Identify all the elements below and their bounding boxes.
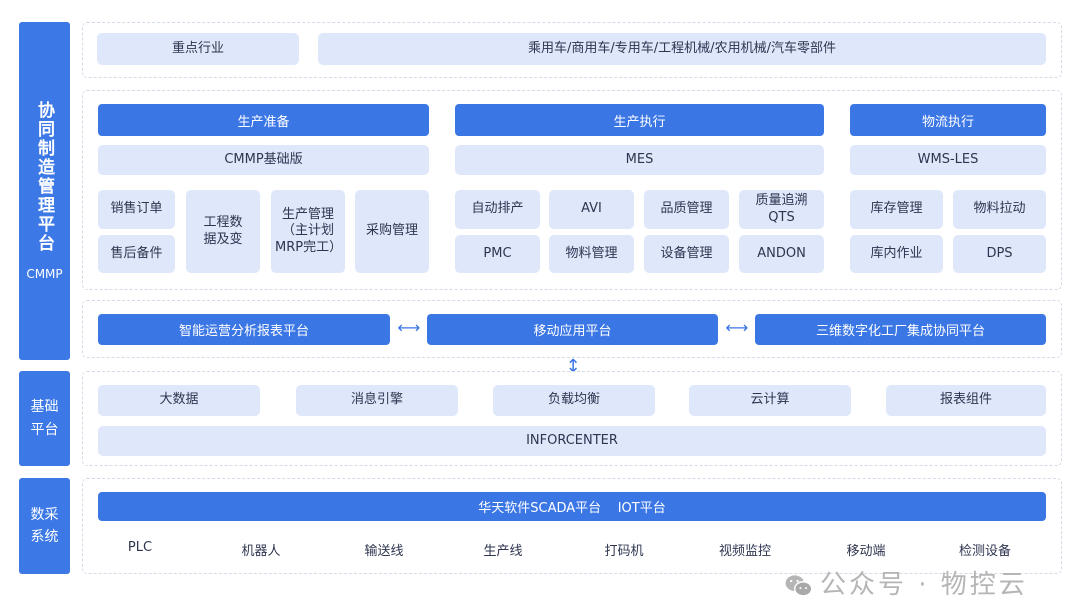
- base-item: 云计算: [689, 385, 851, 416]
- double-arrow-icon: ⟷: [725, 318, 749, 337]
- base-item: 负载均衡: [493, 385, 655, 416]
- base-section: [82, 371, 1062, 466]
- industry-label: 重点行业: [97, 33, 299, 65]
- device-label: 检测设备: [958, 544, 1011, 559]
- exec-item: PMC: [455, 235, 540, 273]
- prep-item: 采购管理: [355, 190, 429, 273]
- logistics-item: 库存管理: [850, 190, 943, 229]
- logistics-system: WMS-LES: [850, 145, 1046, 175]
- platform-analytics: 智能运营分析报表平台: [98, 314, 390, 345]
- double-arrow-icon: ⟷: [397, 318, 421, 337]
- device-label: 机器人: [241, 544, 281, 559]
- exec-item: 自动排产: [455, 190, 540, 229]
- exec-header: 生产执行: [455, 104, 824, 136]
- prep-item: 工程数据及变: [186, 190, 260, 273]
- device-label: 输送线: [364, 544, 404, 559]
- platform-mobile: 移动应用平台: [427, 314, 718, 345]
- sidebar-base: 基础 平台: [19, 371, 70, 466]
- watermark: 公众号 · 物控云: [820, 570, 1028, 600]
- device-label: 生产线: [483, 544, 523, 559]
- prep-item: 售后备件: [98, 235, 175, 273]
- cmmp-title: 协同制造管理平台: [34, 101, 54, 253]
- prep-item: 销售订单: [98, 190, 175, 229]
- prep-header: 生产准备: [98, 104, 429, 136]
- exec-system: MES: [455, 145, 824, 175]
- inforcenter: INFORCENTER: [98, 426, 1046, 456]
- scada-bar: 华天软件SCADA平台 IOT平台: [98, 492, 1046, 521]
- sidebar-cmmp: 协同制造管理平台 CMMP: [19, 22, 70, 360]
- logistics-item: DPS: [953, 235, 1046, 273]
- exec-item: 质量追溯QTS: [739, 190, 824, 229]
- device-label: PLC: [127, 540, 153, 555]
- exec-item: ANDON: [739, 235, 824, 273]
- collect-section: [82, 478, 1062, 574]
- base-item: 消息引擎: [296, 385, 458, 416]
- prep-system: CMMP基础版: [98, 145, 429, 175]
- prep-item: 生产管理（主计划MRP完工）: [271, 190, 345, 273]
- sidebar-collect: 数采 系统: [19, 478, 70, 574]
- platform-3d: 三维数字化工厂集成协同平台: [755, 314, 1046, 345]
- cmmp-section: [82, 90, 1062, 290]
- exec-item: 物料管理: [549, 235, 634, 273]
- industry-value: 乘用车/商用车/专用车/工程机械/农用机械/汽车零部件: [318, 33, 1046, 65]
- wechat-icon: [784, 574, 814, 602]
- device-label: 打码机: [604, 544, 644, 559]
- base-item: 报表组件: [886, 385, 1046, 416]
- exec-item: AVI: [549, 190, 634, 229]
- logistics-item: 库内作业: [850, 235, 943, 273]
- cmmp-sub: CMMP: [26, 267, 63, 281]
- logistics-item: 物料拉动: [953, 190, 1046, 229]
- logistics-header: 物流执行: [850, 104, 1046, 136]
- device-label: 视频监控: [718, 544, 771, 559]
- device-label: 移动端: [846, 544, 886, 559]
- exec-item: 品质管理: [644, 190, 729, 229]
- base-item: 大数据: [98, 385, 260, 416]
- platform-section: [82, 300, 1062, 358]
- industry-section: [82, 22, 1062, 78]
- exec-item: 设备管理: [644, 235, 729, 273]
